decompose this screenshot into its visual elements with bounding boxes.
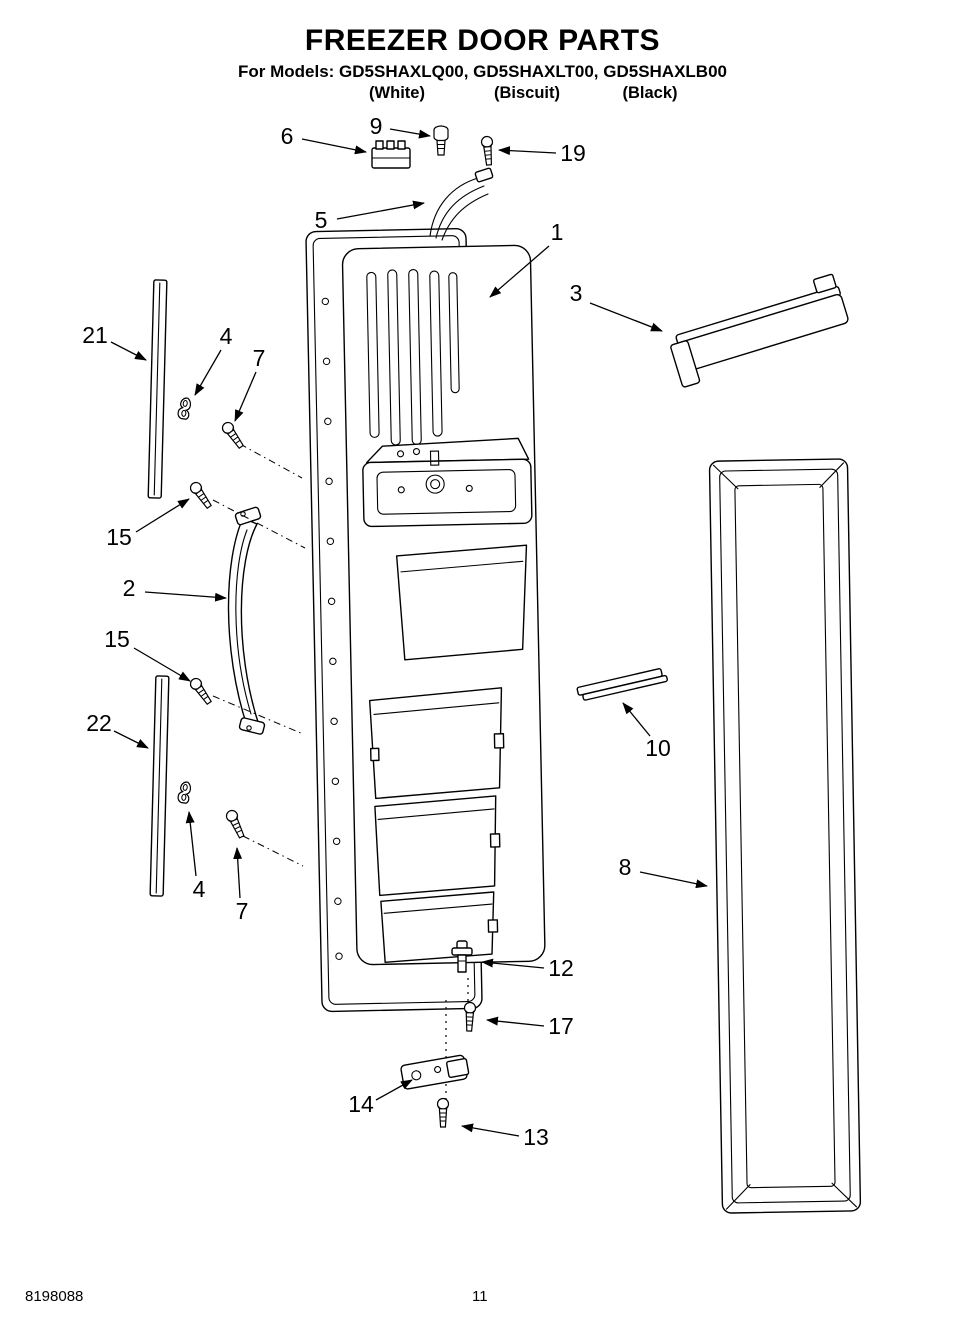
callout-6-arrow (301, 138, 367, 155)
door-bin-middle (374, 795, 501, 897)
callout-7-lower-arrow (233, 847, 243, 899)
callout-2-label: 2 (123, 575, 136, 601)
callout-14-arrow (375, 1079, 413, 1101)
callout-7-upper-label: 7 (253, 345, 266, 371)
part-7-screw-upper (219, 419, 247, 451)
callout-19-label: 19 (560, 140, 586, 166)
part-5-wiring-harness (429, 167, 494, 241)
callout-17-label: 17 (548, 1013, 574, 1039)
callout-1-arrow (489, 245, 550, 298)
callout-5-arrow (336, 200, 425, 220)
part-22-side-trim (149, 675, 170, 897)
door-bin-upper (368, 687, 505, 800)
callout-13-label: 13 (523, 1124, 549, 1150)
door-bin-lower (380, 891, 499, 963)
callout-15-lower-label: 15 (104, 626, 130, 652)
callout-22-label: 22 (86, 710, 112, 736)
callout-4-upper-arrow (194, 349, 222, 396)
part-4-clip-upper (176, 396, 192, 421)
part-10-trim-strip (576, 668, 668, 701)
callout-10-arrow (622, 702, 651, 737)
callout-13-arrow (461, 1123, 520, 1137)
callout-4-lower-label: 4 (193, 876, 206, 902)
callout-6-label: 6 (281, 123, 294, 149)
part-9-bolt (433, 125, 449, 156)
liner-middle-pocket (395, 544, 528, 661)
callout-1-label: 1 (551, 219, 564, 245)
callout-3-arrow (589, 302, 663, 332)
page-number: 11 (472, 1288, 488, 1305)
callout-7-lower-label: 7 (236, 898, 249, 924)
finish-label-biscuit: (Biscuit) (494, 84, 560, 102)
callout-19-arrow (498, 146, 557, 156)
part-8-door-gasket (708, 458, 862, 1214)
document-number: 8198088 (25, 1288, 84, 1305)
part-6-connector-block (371, 140, 411, 169)
callout-21-label: 21 (82, 322, 108, 348)
part-21-side-trim (147, 279, 168, 499)
callout-17-arrow (486, 1016, 545, 1027)
part-1-freezer-door (305, 227, 546, 1013)
callout-15-upper-label: 15 (106, 524, 132, 550)
callout-2-arrow (144, 591, 227, 602)
finish-label-black: (Black) (622, 84, 678, 102)
part-17-screw (463, 1001, 477, 1032)
part-19-screw (480, 135, 496, 166)
callout-9-arrow (389, 128, 431, 139)
door-hinge-holes (321, 297, 343, 960)
part-15-screw-lower (187, 675, 215, 707)
part-7-screw-lower (224, 808, 248, 840)
part-13-screw (436, 1097, 450, 1128)
assembly-guide-lines (212, 443, 469, 1100)
finish-labels: (White) (Biscuit) (Black) (0, 84, 965, 108)
part-14-hinge-plate (400, 1054, 470, 1090)
callout-22-arrow (113, 730, 149, 749)
callout-12-arrow (481, 958, 545, 969)
callout-4-lower-arrow (185, 811, 197, 877)
models-line: For Models: GD5SHAXLQ00, GD5SHAXLT00, GD… (237, 62, 727, 81)
callout-15-lower-arrow (133, 647, 191, 682)
header: FREEZER DOOR PARTS For Models: GD5SHAXLQ… (0, 0, 965, 108)
part-15-screw-upper (187, 479, 215, 511)
callout-8-arrow (639, 871, 708, 889)
callout-12-label: 12 (548, 955, 574, 981)
callout-10-label: 10 (645, 735, 671, 761)
callout-21-arrow (110, 341, 147, 361)
page-title: FREEZER DOOR PARTS (304, 24, 661, 57)
part-3-door-rail (670, 273, 849, 388)
callout-14-label: 14 (348, 1091, 374, 1117)
finish-label-white: (White) (369, 84, 425, 102)
callout-15-upper-arrow (135, 498, 190, 533)
callout-9-label: 9 (370, 113, 383, 139)
ice-chute-module (362, 437, 533, 528)
part-2-door-handle (227, 506, 266, 735)
callout-4-upper-label: 4 (220, 323, 233, 349)
callout-7-upper-arrow (234, 371, 257, 422)
callout-8-label: 8 (619, 854, 632, 880)
part-12-hinge-pin (451, 940, 473, 973)
callouts: 6 9 19 5 1 3 21 4 7 15 2 15 22 (82, 113, 708, 1150)
callout-5-label: 5 (315, 207, 328, 233)
part-4-clip-lower (176, 780, 192, 805)
callout-3-label: 3 (570, 280, 583, 306)
